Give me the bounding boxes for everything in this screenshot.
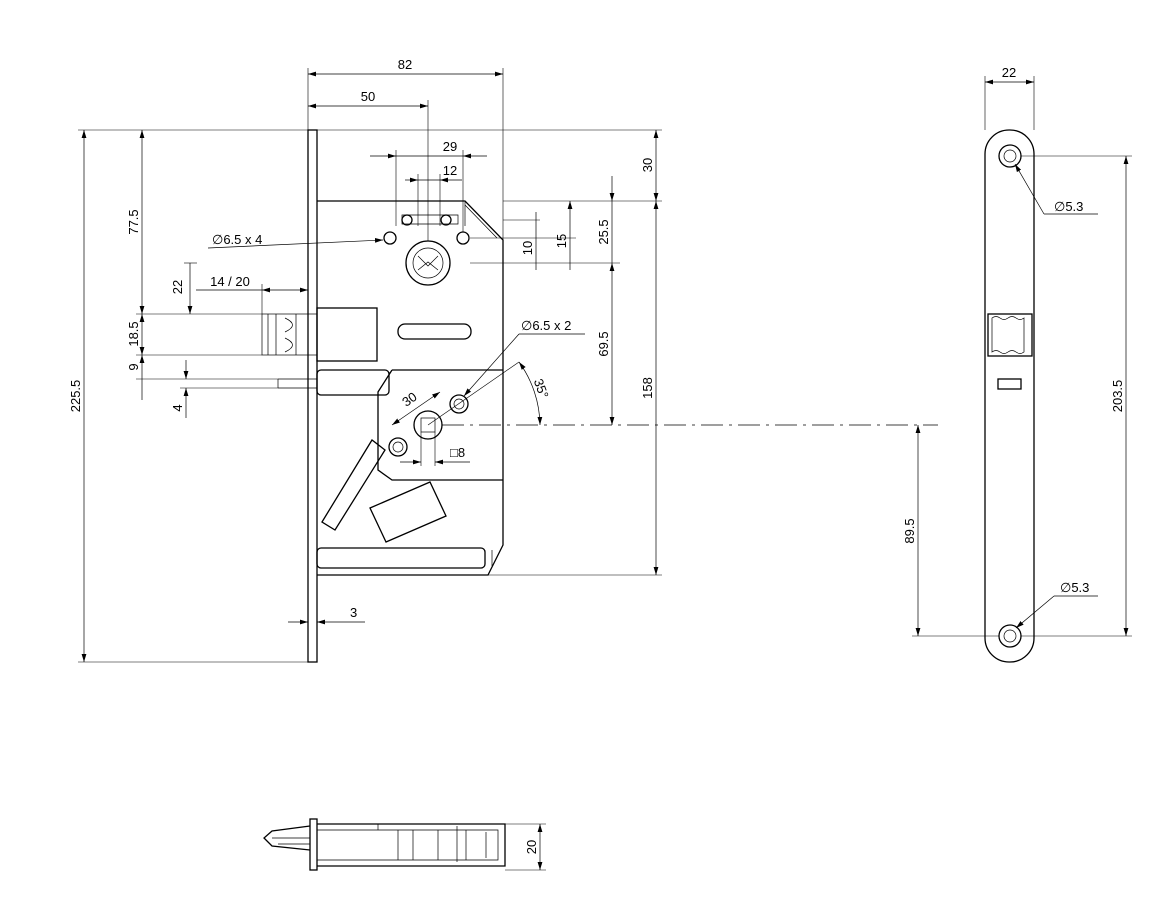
- dim-10: 10: [520, 241, 535, 255]
- faceplate-side: [307, 129, 318, 663]
- dim-30-diag: 30: [399, 389, 419, 410]
- dim-20: 20: [524, 840, 539, 854]
- lever-arm: [321, 439, 386, 531]
- dim-203-5: 203.5: [1110, 380, 1125, 413]
- dim-9: 9: [126, 363, 141, 370]
- dim-12: 12: [443, 163, 457, 178]
- deadbolt-opening: [997, 378, 1022, 390]
- dim-158: 158: [640, 377, 655, 399]
- top-latch: [263, 825, 311, 851]
- dim-3: 3: [350, 605, 357, 620]
- block: [369, 481, 447, 543]
- dim-225-5: 225.5: [68, 380, 83, 413]
- dim-69-5: 69.5: [596, 331, 611, 356]
- label-hole-bottom: ∅5.3: [1060, 580, 1089, 595]
- lock-case-outline: [317, 200, 504, 576]
- dim-50: 50: [361, 89, 375, 104]
- case-slot: [397, 323, 472, 340]
- mounting-hole: [456, 231, 470, 245]
- dim-89-5: 89.5: [902, 518, 917, 543]
- dim-29: 29: [443, 139, 457, 154]
- label-holes-2: ∅6.5 x 2: [521, 318, 571, 333]
- mounting-hole: [440, 214, 452, 226]
- follower-hub: [405, 240, 451, 286]
- dim-4: 4: [170, 404, 185, 411]
- front-view: 82 50 29 12 30 25.5 15 10: [68, 57, 938, 663]
- dim-15: 15: [554, 234, 569, 248]
- inner-plate: [377, 369, 503, 481]
- label-hole-top: ∅5.3: [1054, 199, 1083, 214]
- mounting-hole: [401, 214, 413, 226]
- dim-82: 82: [398, 57, 412, 72]
- dim-18-5: 18.5: [126, 321, 141, 346]
- dim-35-deg: 35°: [531, 377, 552, 401]
- dim-25-5: 25.5: [596, 219, 611, 244]
- faceplate-view: 22 ∅5.3 ∅5.3 203.5 89.5: [902, 65, 1132, 663]
- latch-opening: [987, 313, 1033, 357]
- mounting-hole: [383, 231, 397, 245]
- screw-hole-bottom: [998, 624, 1022, 648]
- dim-14-20: 14 / 20: [210, 274, 250, 289]
- dim-77-5: 77.5: [126, 209, 141, 234]
- deadbolt: [316, 369, 390, 396]
- dim-22: 22: [170, 280, 185, 294]
- dim-30-top: 30: [640, 158, 655, 172]
- top-view: 20: [263, 818, 546, 871]
- screw-hole-top: [998, 144, 1022, 168]
- latch-housing: [316, 307, 378, 362]
- dim-square-8: □8: [450, 445, 465, 460]
- faceplate: [984, 129, 1035, 663]
- dim-plate-22: 22: [1002, 65, 1016, 80]
- mounting-hole: [388, 437, 408, 457]
- top-faceplate: [309, 818, 318, 871]
- mounting-hole: [449, 394, 469, 414]
- label-holes-4: ∅6.5 x 4: [212, 232, 262, 247]
- bottom-bar: [316, 547, 486, 569]
- top-case: [317, 823, 506, 867]
